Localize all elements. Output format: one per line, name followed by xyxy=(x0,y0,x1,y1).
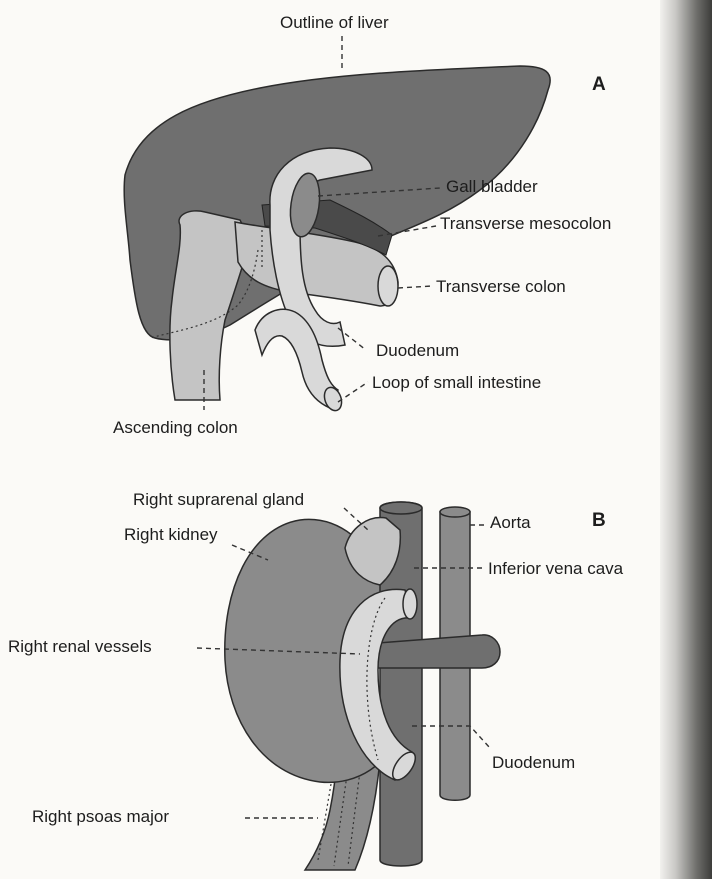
label-loop-small-intestine: Loop of small intestine xyxy=(372,373,541,392)
aorta-top xyxy=(440,507,470,517)
panel-a: Outline of liver A Gall bladder Transver… xyxy=(113,13,611,437)
duodenum-b-top-end xyxy=(403,589,417,619)
label-transverse-colon: Transverse colon xyxy=(436,277,566,296)
label-duodenum-a: Duodenum xyxy=(376,341,459,360)
label-right-suprarenal-gland: Right suprarenal gland xyxy=(133,490,304,509)
label-right-psoas-major: Right psoas major xyxy=(32,807,169,826)
transverse-colon-end xyxy=(378,266,398,306)
label-gall-bladder: Gall bladder xyxy=(446,177,538,196)
ivc-top xyxy=(380,502,422,514)
label-transverse-mesocolon: Transverse mesocolon xyxy=(440,214,611,233)
label-ascending-colon: Ascending colon xyxy=(113,418,238,437)
panel-a-letter: A xyxy=(592,74,606,95)
label-right-kidney: Right kidney xyxy=(124,525,218,544)
leader-transverse-colon xyxy=(398,286,432,288)
panel-b-letter: B xyxy=(592,510,606,531)
leader-small-intestine xyxy=(338,382,368,402)
label-aorta: Aorta xyxy=(490,513,531,532)
label-inferior-vena-cava: Inferior vena cava xyxy=(488,559,624,578)
panel-b: Right suprarenal gland Right kidney Aort… xyxy=(8,490,624,870)
leader-right-suprarenal-gland xyxy=(344,508,368,530)
label-outline-of-liver: Outline of liver xyxy=(280,13,389,32)
label-duodenum-b: Duodenum xyxy=(492,753,575,772)
label-right-renal-vessels: Right renal vessels xyxy=(8,637,152,656)
